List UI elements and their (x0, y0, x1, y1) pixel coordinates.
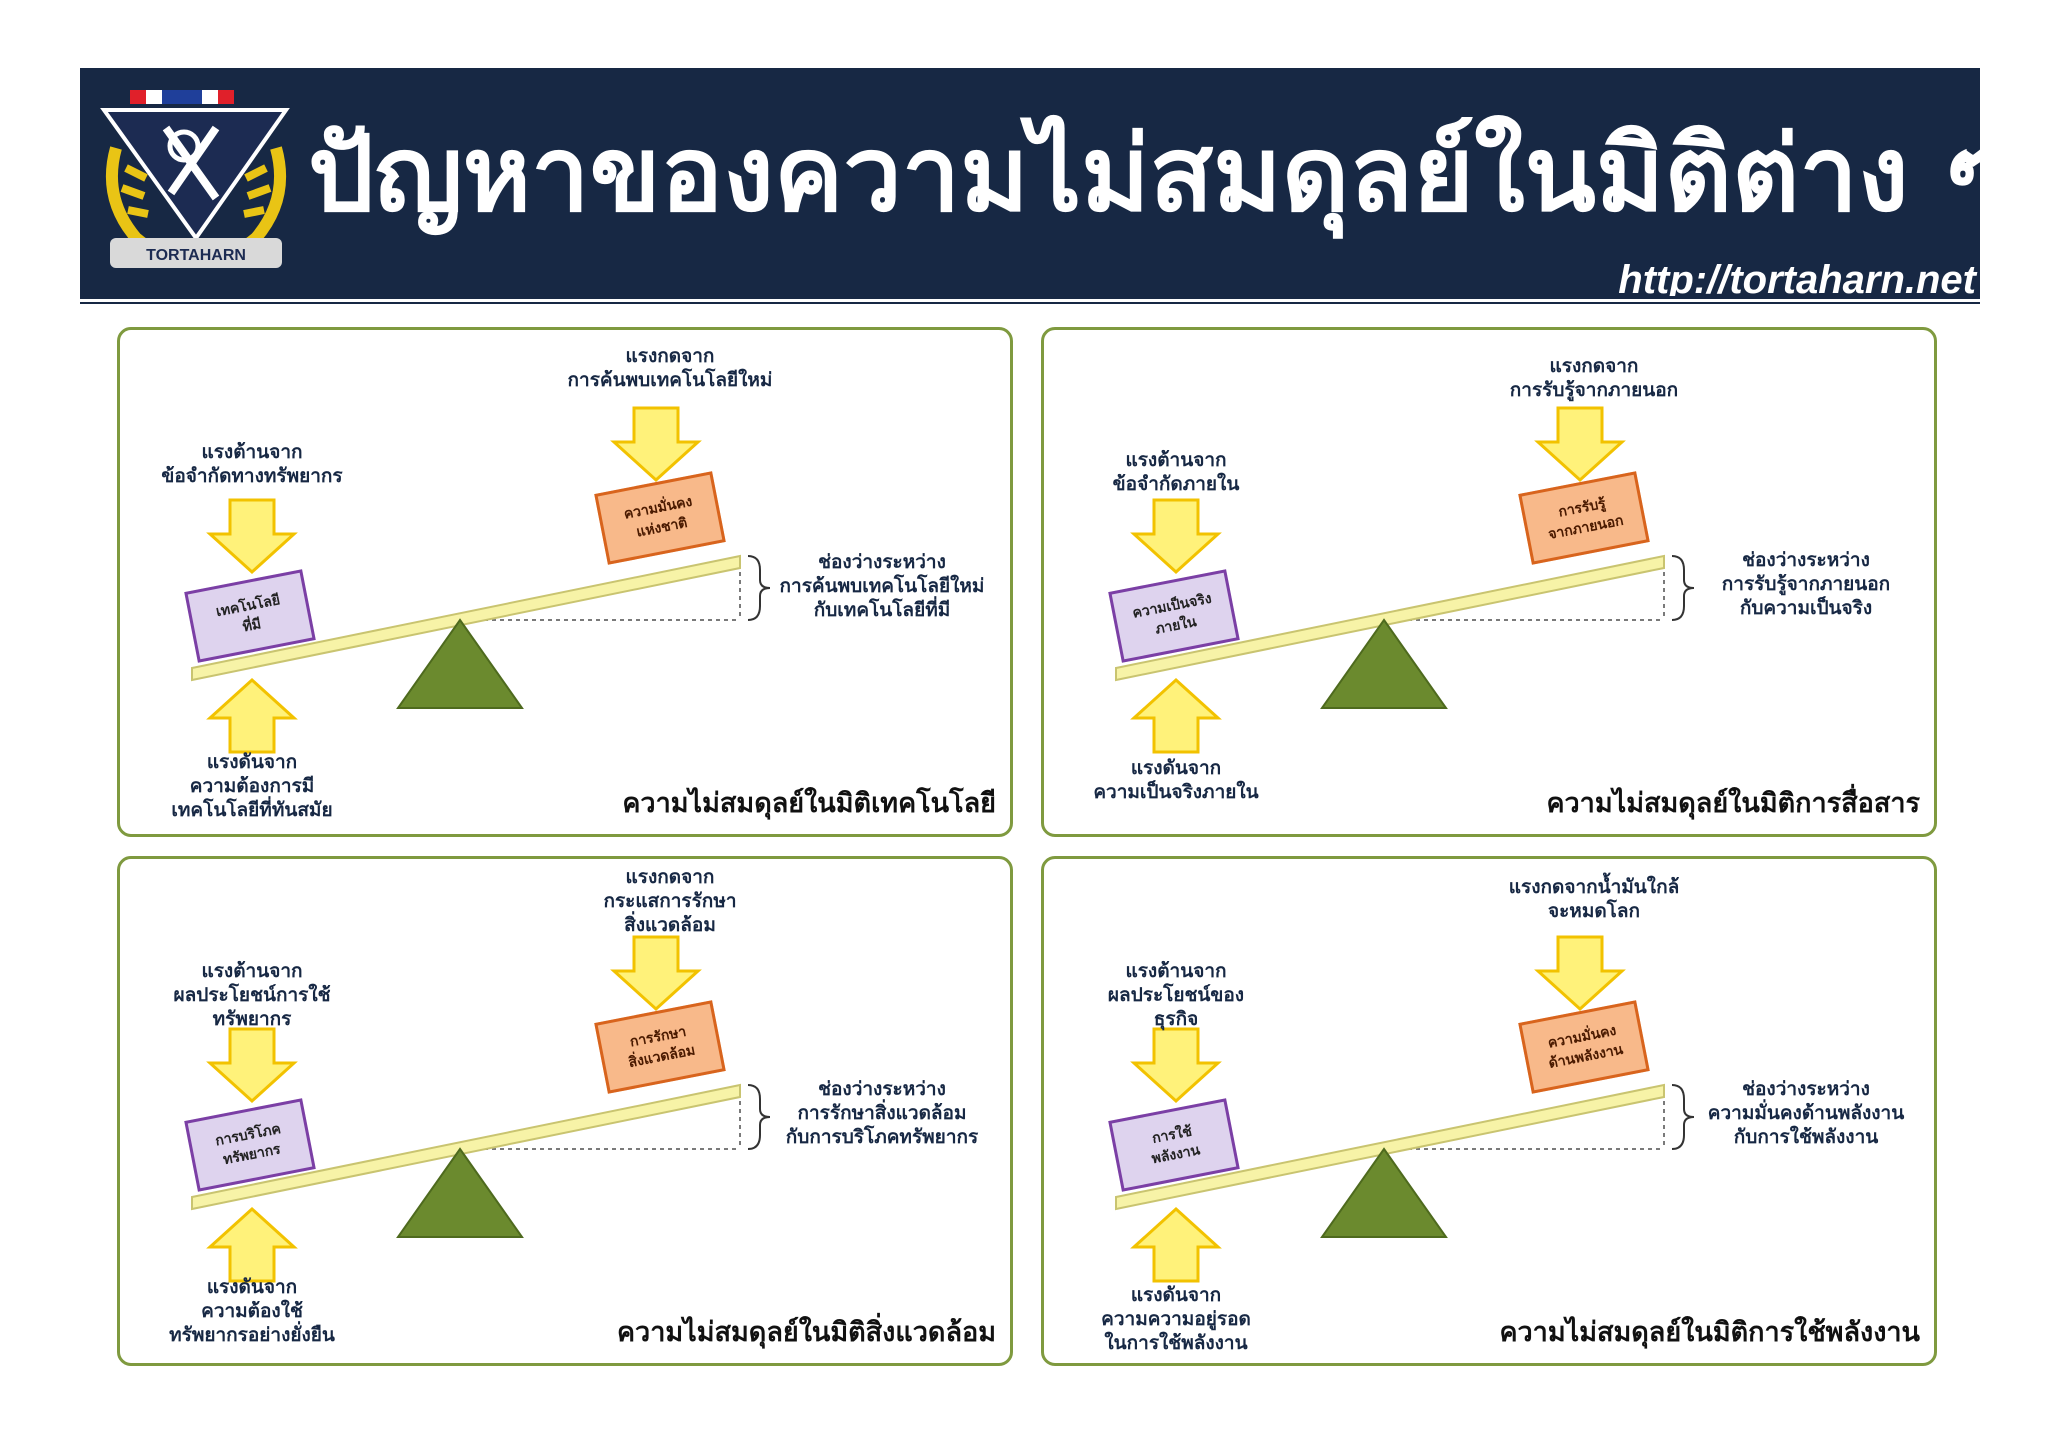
panel-caption: ความไม่สมดุลย์ในมิติการสื่อสาร (1546, 788, 1920, 819)
panel-caption: ความไม่สมดุลย์ในมิติสิ่งแวดล้อม (616, 1317, 996, 1348)
gap-label: ช่องว่างระหว่าง การรับรู้จากภายนอก กับคว… (1721, 549, 1891, 619)
fulcrum-triangle-icon (396, 618, 524, 709)
seesaw-plank (191, 554, 741, 682)
seesaw-plank (1115, 554, 1665, 682)
gap-brace-icon (747, 1084, 771, 1150)
gap-label: ช่องว่างระหว่าง การรักษาสิ่งแวดล้อม กับก… (785, 1078, 979, 1148)
top-force-label: แรงกดจาก การรับรู้จากภายนอก (1509, 355, 1679, 401)
panel-caption: ความไม่สมดุลย์ในมิติการใช้พลังงาน (1499, 1317, 1920, 1348)
fulcrum-triangle-icon (1320, 618, 1448, 709)
force-arrow-up-icon (206, 677, 298, 754)
gap-brace-icon (1671, 555, 1695, 621)
gap-brace-icon (747, 555, 771, 621)
seesaw-plank (1115, 1083, 1665, 1211)
force-arrow-down-icon (1534, 935, 1626, 1012)
header-banner: TORTAHARN ปัญหาของความไม่สมดุลย์ในมิติต่… (80, 68, 2001, 302)
force-arrow-up-icon (1130, 677, 1222, 754)
top-force-label: แรงกดจาก การค้นพบเทคโนโลยีใหม่ (567, 345, 773, 391)
resistance-force-label: แรงต้านจาก ผลประโยชน์การใช้ ทรัพยากร (173, 960, 331, 1030)
header-rule-bottom (80, 302, 1980, 304)
tortaharn-logo-icon: TORTAHARN (100, 90, 290, 268)
seesaw-diagram (1115, 935, 1695, 1283)
svg-text:TORTAHARN: TORTAHARN (146, 247, 246, 264)
push-force-label: แรงดันจาก ความเป็นจริงภายใน (1093, 757, 1259, 803)
force-arrow-down-icon (610, 935, 702, 1012)
resistance-force-label: แรงต้านจาก ผลประโยชน์ของ ธุรกิจ (1107, 960, 1245, 1030)
top-force-label: แรงกดจาก กระแสการรักษา สิ่งแวดล้อม (603, 866, 737, 936)
force-arrow-down-icon (1130, 498, 1222, 575)
force-arrow-down-icon (206, 1027, 298, 1104)
top-force-label: แรงกดจากน้ำมันใกล้ จะหมดโลก (1508, 876, 1680, 922)
panel-technology: แรงกดจาก การค้นพบเทคโนโลยีใหม่ แรงต้านจา… (117, 327, 1013, 837)
gap-label: ช่องว่างระหว่าง ความมั่นคงด้านพลังงาน กั… (1707, 1078, 1905, 1148)
gap-label: ช่องว่างระหว่าง การค้นพบเทคโนโลยีใหม่ กั… (779, 551, 985, 621)
seesaw-diagram (191, 406, 771, 754)
force-arrow-down-icon (206, 498, 298, 575)
push-force-label: แรงดันจาก ความต้องการมี เทคโนโลยีที่ทันส… (171, 751, 333, 821)
push-force-label: แรงดันจาก ความความอยู่รอด ในการใช้พลังงา… (1101, 1284, 1251, 1354)
seesaw-plank (191, 1083, 741, 1211)
site-url: http://tortaharn.net (1618, 258, 1976, 302)
seesaw-diagram (191, 935, 771, 1283)
panel-caption: ความไม่สมดุลย์ในมิติเทคโนโลยี (622, 788, 996, 819)
force-arrow-down-icon (610, 406, 702, 483)
header-rule-top (80, 296, 1980, 299)
resistance-force-label: แรงต้านจาก ข้อจำกัดทางทรัพยากร (161, 441, 343, 487)
panel-energy: แรงกดจากน้ำมันใกล้ จะหมดโลก แรงต้านจาก ผ… (1041, 856, 1937, 1366)
gap-brace-icon (1671, 1084, 1695, 1150)
page-title: ปัญหาของความไม่สมดุลย์ในมิติต่าง ๆ (308, 113, 2001, 235)
fulcrum-triangle-icon (1320, 1147, 1448, 1238)
force-arrow-down-icon (1130, 1027, 1222, 1104)
resistance-force-label: แรงต้านจาก ข้อจำกัดภายใน (1112, 449, 1240, 495)
force-arrow-up-icon (206, 1206, 298, 1283)
fulcrum-triangle-icon (396, 1147, 524, 1238)
panel-communication: แรงกดจาก การรับรู้จากภายนอก แรงต้านจาก ข… (1041, 327, 1937, 837)
push-force-label: แรงดันจาก ความต้องใช้ ทรัพยากรอย่างยั่งย… (169, 1276, 335, 1346)
force-arrow-up-icon (1130, 1206, 1222, 1283)
seesaw-diagram (1115, 406, 1695, 754)
panel-environment: แรงกดจาก กระแสการรักษา สิ่งแวดล้อม แรงต้… (117, 856, 1013, 1366)
force-arrow-down-icon (1534, 406, 1626, 483)
